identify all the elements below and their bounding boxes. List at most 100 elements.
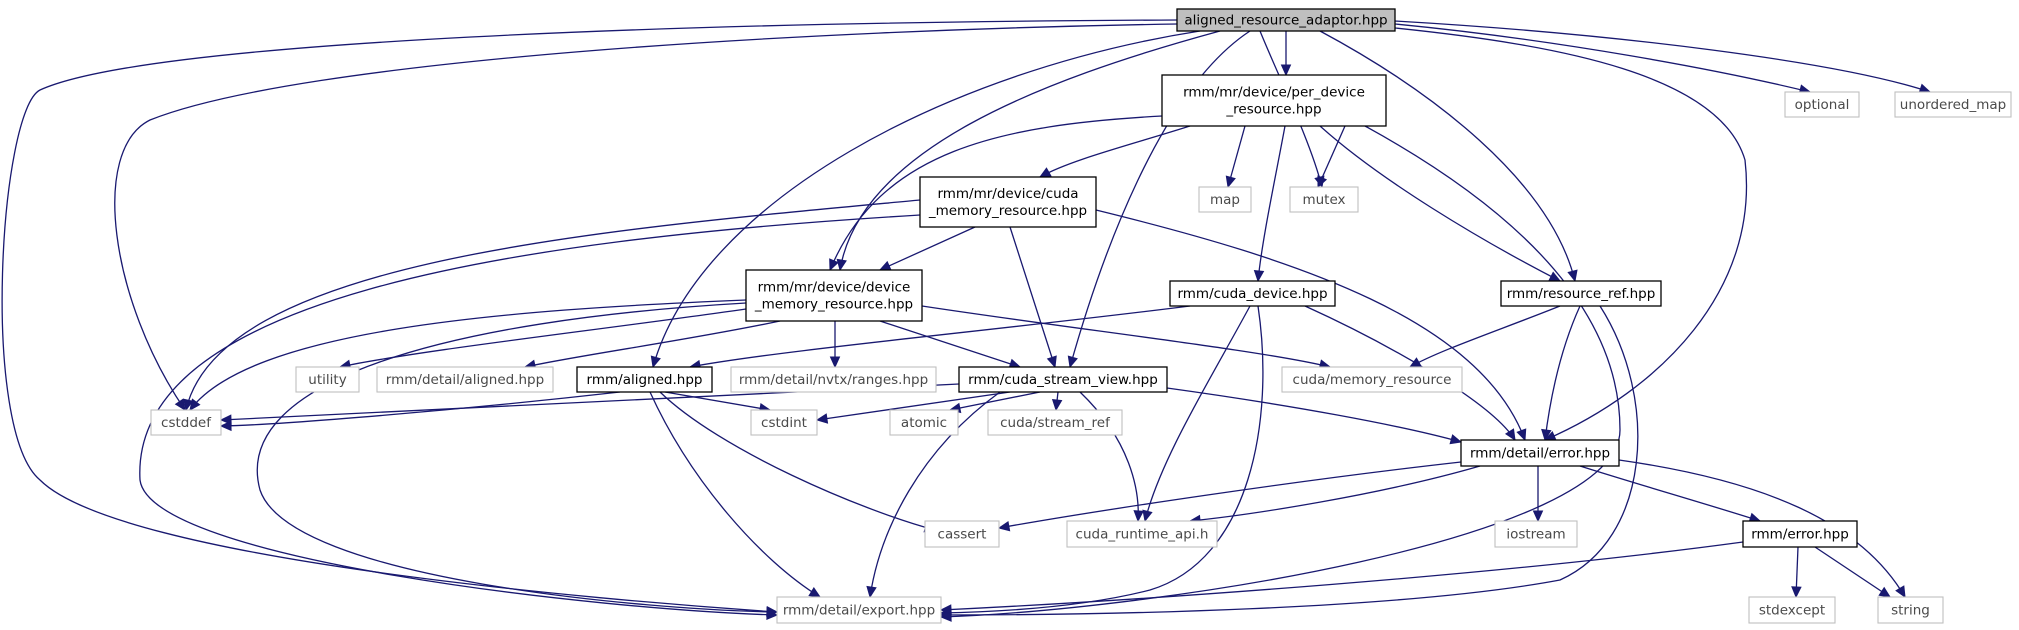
node-iostream: iostream bbox=[1494, 520, 1578, 548]
node-label-cudamem: cuda/memory_resource bbox=[1293, 372, 1452, 388]
arrowhead-aligned-to-export bbox=[808, 587, 822, 598]
edge-cudamr-to-devmr bbox=[879, 226, 976, 271]
node-cudadev[interactable]: rmm/cuda_device.hpp bbox=[1169, 280, 1336, 307]
node-box-iostream bbox=[1494, 520, 1578, 548]
node-label-cudadev: rmm/cuda_device.hpp bbox=[1177, 286, 1327, 302]
node-label-cudamr-line-2: _memory_resource.hpp bbox=[928, 203, 1087, 219]
node-box-cudamr bbox=[919, 176, 1097, 228]
arrowhead-rmm_error-to-string bbox=[1878, 586, 1892, 598]
node-box-detail_aligned bbox=[376, 366, 554, 393]
node-cudart: cuda_runtime_api.h bbox=[1066, 520, 1218, 548]
node-label-csv: rmm/cuda_stream_view.hpp bbox=[968, 372, 1158, 388]
node-label-nvtx: rmm/detail/nvtx/ranges.hpp bbox=[739, 372, 928, 388]
node-nvtx: rmm/detail/nvtx/ranges.hpp bbox=[730, 366, 937, 393]
node-label-perdev-line-1: rmm/mr/device/per_device bbox=[1183, 85, 1365, 101]
arrowhead-error_detail-to-string bbox=[1895, 585, 1906, 599]
arrowhead-csv-to-error_detail bbox=[1449, 434, 1463, 445]
node-box-stdexcept bbox=[1748, 596, 1836, 624]
node-cstddef: cstddef bbox=[150, 409, 222, 436]
node-mutex: mutex bbox=[1289, 186, 1359, 213]
arrowhead-devmr-to-cstddef bbox=[189, 398, 201, 411]
node-devmr[interactable]: rmm/mr/device/device_memory_resource.hpp bbox=[745, 269, 923, 322]
edge-cudamr-to-error_detail bbox=[1095, 209, 1526, 441]
node-unordered_map: unordered_map bbox=[1894, 91, 2012, 118]
node-box-string bbox=[1877, 596, 1944, 624]
arrowhead-cudadev-to-error_detail bbox=[1504, 428, 1516, 442]
node-label-map: map bbox=[1210, 192, 1240, 208]
arrowhead-perdev-to-cudadev bbox=[1253, 270, 1265, 283]
arrowhead-csv-to-cudart bbox=[1133, 510, 1144, 523]
node-aligned[interactable]: rmm/aligned.hpp bbox=[576, 366, 713, 393]
arrowhead-rmm_error-to-stdexcept bbox=[1791, 586, 1802, 599]
node-label-perdev-line-2: _resource.hpp bbox=[1225, 102, 1321, 118]
node-label-iostream: iostream bbox=[1506, 527, 1565, 543]
node-rmm_error[interactable]: rmm/error.hpp bbox=[1742, 520, 1858, 548]
arrowhead-root-to-resref bbox=[1567, 269, 1578, 283]
arrowhead-resref-to-cudamem bbox=[1408, 357, 1422, 368]
arrowhead-devmr-to-export bbox=[766, 606, 779, 618]
node-utility: utility bbox=[295, 366, 360, 393]
node-label-unordered_map: unordered_map bbox=[1900, 97, 2006, 113]
edge-perdev-to-map bbox=[1227, 125, 1246, 188]
node-box-atomic bbox=[889, 409, 959, 436]
edge-rmm_error-to-string bbox=[1814, 546, 1891, 598]
node-csv[interactable]: rmm/cuda_stream_view.hpp bbox=[958, 366, 1168, 393]
edge-error_detail-to-string bbox=[1618, 459, 1906, 598]
arrowhead-csv-to-export bbox=[866, 585, 877, 599]
edge-root-to-cstddef bbox=[114, 23, 1178, 411]
edge-devmr-to-utility bbox=[339, 308, 747, 368]
node-error_detail[interactable]: rmm/detail/error.hpp bbox=[1460, 439, 1620, 467]
node-map: map bbox=[1198, 186, 1252, 213]
edge-devmr-to-cudamem bbox=[921, 305, 1331, 368]
node-box-perdev bbox=[1161, 74, 1387, 127]
arrowhead-cudadev-to-cudart bbox=[1142, 509, 1153, 523]
node-optional: optional bbox=[1784, 91, 1860, 118]
node-root[interactable]: aligned_resource_adaptor.hpp bbox=[1176, 8, 1396, 32]
node-cudamr[interactable]: rmm/mr/device/cuda_memory_resource.hpp bbox=[919, 176, 1097, 228]
node-layer: aligned_resource_adaptor.hpp rmm/mr/devic… bbox=[150, 8, 2012, 624]
node-cassert: cassert bbox=[924, 520, 1000, 548]
node-box-unordered_map bbox=[1894, 91, 2012, 118]
edge-root-to-resref bbox=[1319, 30, 1576, 282]
node-cstdint: cstdint bbox=[750, 409, 818, 436]
node-resref[interactable]: rmm/resource_ref.hpp bbox=[1500, 280, 1662, 307]
node-box-export bbox=[776, 596, 942, 624]
node-label-detail_aligned: rmm/detail/aligned.hpp bbox=[386, 372, 544, 388]
node-box-nvtx bbox=[730, 366, 937, 393]
edge-root-to-unordered_map bbox=[1394, 20, 1931, 93]
arrowhead-perdev-to-mutex bbox=[1317, 175, 1328, 189]
node-perdev[interactable]: rmm/mr/device/per_device_resource.hpp bbox=[1161, 74, 1387, 127]
node-label-mutex: mutex bbox=[1302, 192, 1345, 208]
node-label-devmr-line-2: _memory_resource.hpp bbox=[754, 297, 913, 313]
edge-rmm_error-to-export bbox=[940, 541, 1744, 611]
edge-csv-to-error_detail bbox=[1166, 387, 1462, 443]
edge-devmr-to-cstddef bbox=[189, 299, 747, 411]
node-stdexcept: stdexcept bbox=[1748, 596, 1836, 624]
node-label-optional: optional bbox=[1795, 97, 1850, 113]
arrowhead-root-to-cstddef bbox=[174, 398, 186, 412]
arrowhead-perdev-to-cudamr bbox=[1038, 167, 1052, 178]
edge-cudamr-to-export bbox=[139, 214, 921, 616]
edge-cudamr-to-cstddef bbox=[185, 199, 921, 411]
arrowhead-cudamr-to-csv bbox=[1046, 355, 1057, 369]
edge-aligned-to-cstddef bbox=[220, 391, 621, 427]
edge-cudamr-to-csv bbox=[1009, 226, 1056, 368]
node-label-rmm_error: rmm/error.hpp bbox=[1751, 527, 1849, 543]
node-detail_aligned: rmm/detail/aligned.hpp bbox=[376, 366, 554, 393]
node-box-resref bbox=[1500, 280, 1662, 307]
node-export: rmm/detail/export.hpp bbox=[776, 596, 942, 624]
edge-error_detail-to-rmm_error bbox=[1579, 465, 1761, 522]
node-label-stdexcept: stdexcept bbox=[1759, 603, 1825, 619]
edge-layer bbox=[1, 19, 1932, 622]
node-box-aligned bbox=[576, 366, 713, 393]
arrowhead-devmr-to-nvtx bbox=[829, 356, 841, 369]
edge-cudadev-to-cudart bbox=[1144, 305, 1251, 522]
edge-perdev-to-resref bbox=[1319, 125, 1561, 282]
node-box-rmm_error bbox=[1742, 520, 1858, 548]
edge-csv-to-cstdint bbox=[816, 391, 1011, 421]
edge-aligned-to-cassert bbox=[659, 391, 936, 531]
edge-csv-to-export bbox=[869, 391, 1001, 598]
arrowhead-csv-to-cstdint bbox=[815, 413, 829, 424]
node-label-atomic: atomic bbox=[901, 415, 947, 431]
node-box-cudamem bbox=[1281, 366, 1463, 393]
